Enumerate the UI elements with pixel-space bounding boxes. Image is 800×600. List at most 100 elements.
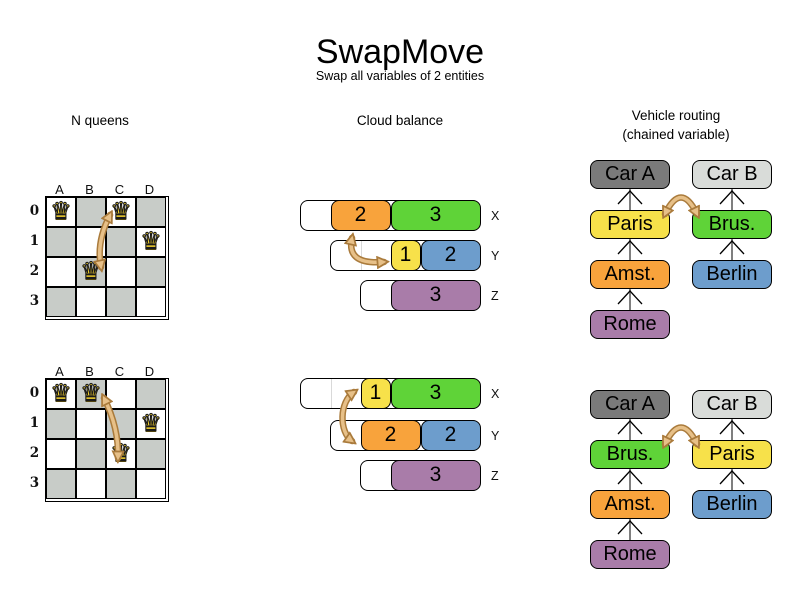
chess-cell [46,379,76,409]
board-cells: ♛♛♛♛ [45,196,169,320]
chess-cell [76,439,106,469]
chess-cell [136,257,166,287]
chess-cell [46,469,76,499]
vr-box-paris: Paris [692,440,772,469]
chess-cell [106,469,136,499]
cloud-row-label: Z [491,288,499,303]
cloud-process-segment: 1 [390,239,421,271]
vr-box-berlin: Berlin [692,260,772,289]
page-title: SwapMove [315,33,485,71]
chess-cell [106,257,136,287]
column-header-n-queens: N queens [71,113,129,128]
queen-icon: ♛ [80,379,103,407]
board-row-label: 3 [29,293,40,309]
chess-cell [46,439,76,469]
chain-arrow-head-icon [719,420,745,435]
vr-box-carb: Car B [692,160,772,189]
chain-arrow-head-icon [617,290,643,305]
chain-arrow-head-icon [617,190,643,205]
vr-box-brus: Brus. [692,210,772,239]
board-column-label: A [55,182,65,197]
chess-cell [76,409,106,439]
cloud-row-label: Z [491,468,499,483]
queen-icon: ♛ [50,379,73,407]
queen-icon: ♛ [80,257,103,285]
board-column-label: B [85,182,95,197]
board-cells: ♛♛♛♛ [45,378,169,502]
chain-arrow-head-icon [719,470,745,485]
vr-box-amst: Amst. [590,490,670,519]
vr-box-amst: Amst. [590,260,670,289]
board-row-label: 3 [29,475,40,491]
vr-box-cara: Car A [590,390,670,419]
board-row-label: 0 [29,385,40,401]
chess-cell [136,197,166,227]
cloud-process-segment: 2 [420,239,481,271]
chain-arrow-head-icon [617,420,643,435]
chess-cell [46,287,76,317]
page-subtitle: Swap all variables of 2 entities [315,69,485,83]
vr-box-cara: Car A [590,160,670,189]
vr-box-paris: Paris [590,210,670,239]
cloud-computer-bar: 3 [360,279,481,311]
chain-arrow-head-icon [617,520,643,535]
cloud-process-segment: 3 [390,199,481,231]
vr-box-brus: Brus. [590,440,670,469]
cloud-row-label: Y [491,248,500,263]
board-column-label: C [114,182,126,197]
board-row-label: 1 [29,233,40,249]
board-column-label: A [55,364,65,379]
cloud-process-segment: 3 [390,459,481,491]
queen-icon: ♛ [110,197,133,225]
ghost-divider [361,241,362,270]
swap-arrow-vr-after-outline [661,424,701,448]
board-column-label: D [144,182,156,197]
board-row-label: 2 [29,445,40,461]
swap-arrow-vr-after [665,425,697,445]
board-column-label: C [114,364,126,379]
chess-cell [46,257,76,287]
column-header-cloud-balance: Cloud balance [356,113,444,128]
cloud-process-segment: 1 [360,377,391,409]
chained-variable-label: (chained variable) [622,127,730,142]
column-header-vehicle-routing: Vehicle routing (chained variable) [576,106,776,144]
cloud-row-label: Y [491,428,500,443]
cloud-process-segment: 2 [420,419,481,451]
cloud-process-segment: 3 [390,377,481,409]
chess-cell [76,197,106,227]
chess-cell [106,409,136,439]
chess-cell [136,227,166,257]
chain-arrow-head-icon [719,190,745,205]
chess-cell [76,287,106,317]
cloud-process-segment: 2 [360,419,421,451]
chain-arrow-head-icon [617,470,643,485]
cloud-row-label: X [491,208,500,223]
board-column-label: D [144,364,156,379]
chess-cell [46,197,76,227]
vr-box-rome: Rome [590,310,670,339]
vehicle-routing-label: Vehicle routing [631,108,721,123]
chess-cell [136,409,166,439]
cloud-row-label: X [491,386,500,401]
ghost-divider [331,379,332,408]
board-row-label: 0 [29,203,40,219]
queen-icon: ♛ [140,409,163,437]
queen-icon: ♛ [110,439,133,467]
board-row-label: 1 [29,415,40,431]
queen-icon: ♛ [50,197,73,225]
cloud-process-segment: 2 [330,199,391,231]
chess-cell [106,227,136,257]
chain-arrow-head-icon [617,240,643,255]
chess-cell [76,469,106,499]
vr-box-carb: Car B [692,390,772,419]
chess-cell [106,379,136,409]
board-row-label: 2 [29,263,40,279]
cloud-process-segment: 3 [390,279,481,311]
chess-cell [136,469,166,499]
